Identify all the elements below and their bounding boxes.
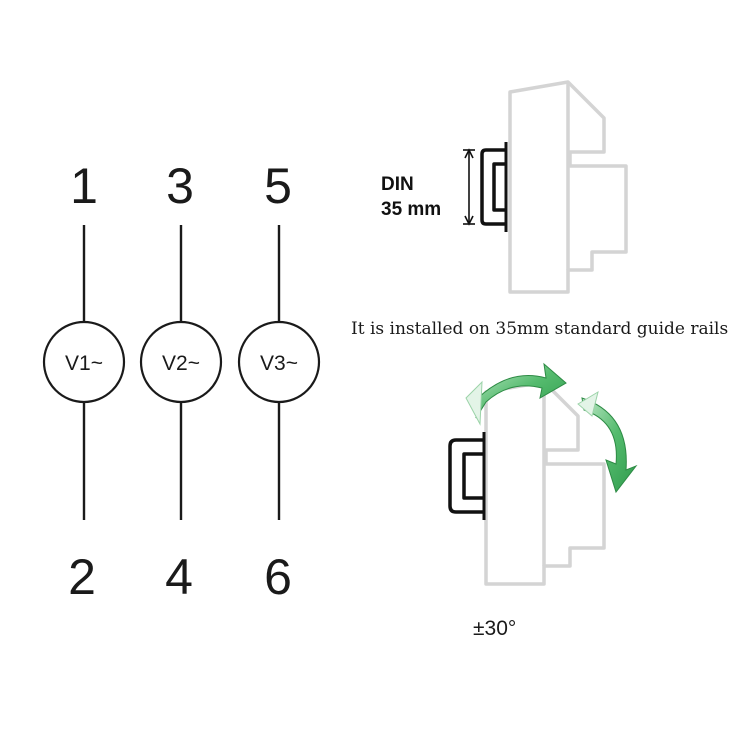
- voltage-wiring-schematic: 1 V1~ 2 3 V2~ 4 5 V3~ 6: [42, 158, 321, 605]
- rotate-arrow-left-tail: [465, 380, 483, 426]
- din-rail-mounting-figure: DIN 35 mm: [381, 80, 628, 294]
- terminal-5-label: 5: [264, 158, 292, 214]
- voltmeter-v2-label: V2~: [162, 352, 200, 375]
- channel-3: 5 V3~ 6: [237, 158, 321, 605]
- rotate-arrow-right-icon: [581, 397, 638, 494]
- din-rail-clip-2: [448, 438, 484, 514]
- voltmeter-v3-label: V3~: [260, 352, 298, 375]
- installation-caption: It is installed on 35mm standard guide r…: [351, 319, 728, 339]
- dimension-bracket: [463, 148, 475, 226]
- channel-2: 3 V2~ 4: [139, 158, 223, 605]
- terminal-4-label: 4: [165, 549, 193, 605]
- din-rail-clip: [480, 148, 506, 226]
- terminal-6-label: 6: [264, 549, 292, 605]
- channel-1: 1 V1~ 2: [42, 158, 126, 605]
- terminal-1-label: 1: [70, 158, 98, 214]
- terminal-3-label: 3: [166, 158, 194, 214]
- din-label: DIN: [381, 174, 414, 195]
- rotate-arrow-left-icon: [475, 362, 567, 419]
- rotation-angle-label: ±30°: [473, 617, 516, 640]
- rotation-removal-figure: ±30°: [448, 362, 638, 640]
- terminal-2-label: 2: [68, 549, 96, 605]
- rotate-arrow-right-head: [577, 390, 599, 417]
- din-size-label: 35 mm: [381, 199, 441, 220]
- voltmeter-v1-label: V1~: [65, 352, 103, 375]
